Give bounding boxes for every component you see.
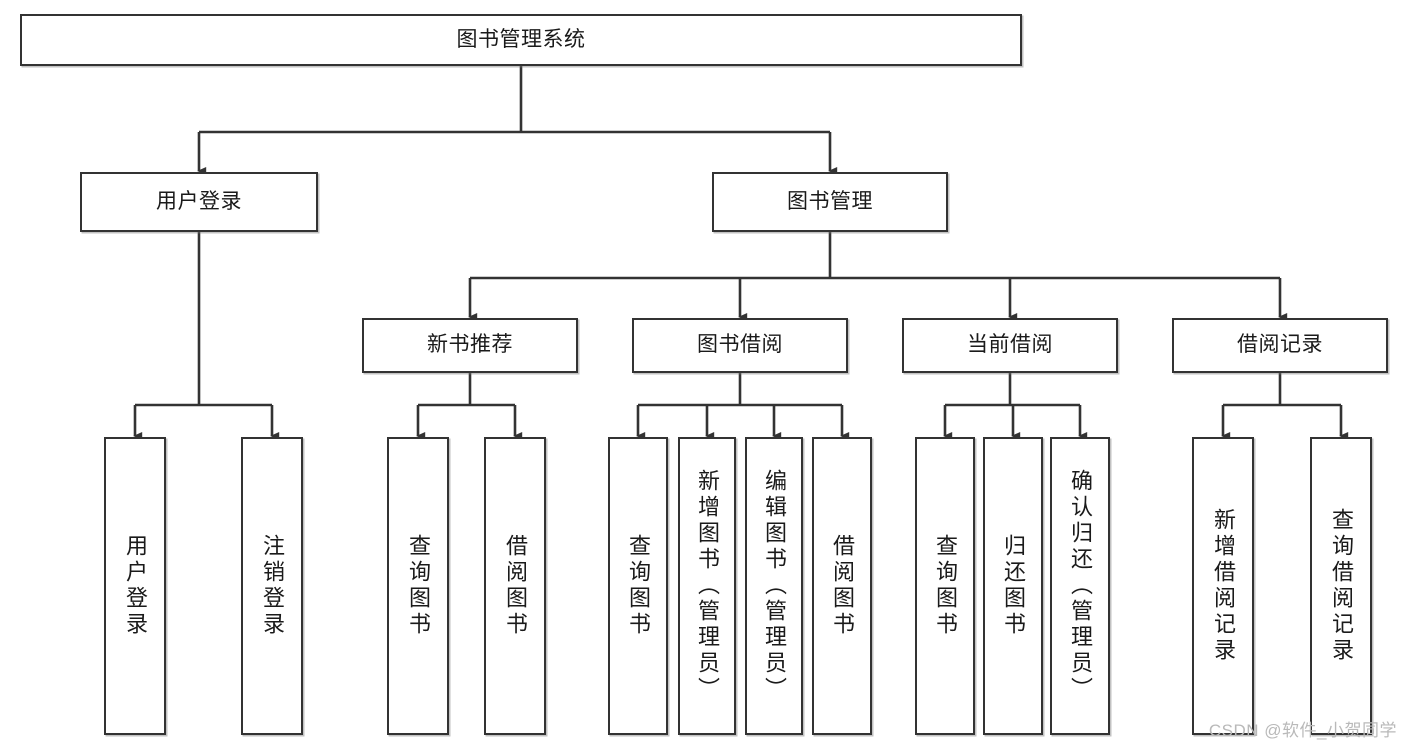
node-label: 查询图书 — [932, 534, 958, 638]
leaf-query-book-recommend[interactable]: 查询图书 — [387, 437, 449, 735]
node-label: 查询图书 — [625, 534, 651, 638]
leaf-logout[interactable]: 注销登录 — [241, 437, 303, 735]
leaf-add-borrow-record[interactable]: 新增借阅记录 — [1192, 437, 1254, 735]
node-label: 查询借阅记录 — [1328, 508, 1354, 664]
node-label: 用户登录 — [122, 534, 148, 638]
node-label: 借阅记录 — [1237, 333, 1323, 357]
node-label: 新增借阅记录 — [1210, 508, 1236, 664]
leaf-return-book[interactable]: 归还图书 — [983, 437, 1043, 735]
node-root[interactable]: 图书管理系统 — [20, 14, 1022, 66]
node-label: 新书推荐 — [427, 333, 513, 357]
node-label: 查询图书 — [405, 534, 431, 638]
node-label: 归还图书 — [1000, 534, 1026, 638]
node-label: 图书管理 — [787, 189, 873, 213]
leaf-query-book-borrow[interactable]: 查询图书 — [608, 437, 668, 735]
node-label: 新增图书（管理员） — [694, 469, 720, 703]
node-new-book-recommend[interactable]: 新书推荐 — [362, 318, 578, 373]
node-label: 编辑图书（管理员） — [761, 469, 787, 703]
node-book-manage[interactable]: 图书管理 — [712, 172, 948, 232]
node-label: 注销登录 — [259, 534, 285, 638]
node-label: 用户登录 — [156, 189, 242, 213]
node-borrow-record[interactable]: 借阅记录 — [1172, 318, 1388, 373]
node-label: 图书借阅 — [697, 333, 783, 357]
leaf-borrow-book-recommend[interactable]: 借阅图书 — [484, 437, 546, 735]
node-label: 当前借阅 — [967, 333, 1053, 357]
node-label: 确认归还（管理员） — [1067, 469, 1093, 703]
leaf-add-book[interactable]: 新增图书（管理员） — [678, 437, 736, 735]
node-user-login[interactable]: 用户登录 — [80, 172, 318, 232]
node-label: 借阅图书 — [502, 534, 528, 638]
leaf-borrow-book-borrow[interactable]: 借阅图书 — [812, 437, 872, 735]
leaf-confirm-return[interactable]: 确认归还（管理员） — [1050, 437, 1110, 735]
leaf-query-book-current[interactable]: 查询图书 — [915, 437, 975, 735]
leaf-query-borrow-record[interactable]: 查询借阅记录 — [1310, 437, 1372, 735]
node-label: 图书管理系统 — [456, 27, 586, 51]
node-current-borrow[interactable]: 当前借阅 — [902, 318, 1118, 373]
node-book-borrow[interactable]: 图书借阅 — [632, 318, 848, 373]
node-label: 借阅图书 — [829, 534, 855, 638]
leaf-user-login[interactable]: 用户登录 — [104, 437, 166, 735]
leaf-edit-book[interactable]: 编辑图书（管理员） — [745, 437, 803, 735]
